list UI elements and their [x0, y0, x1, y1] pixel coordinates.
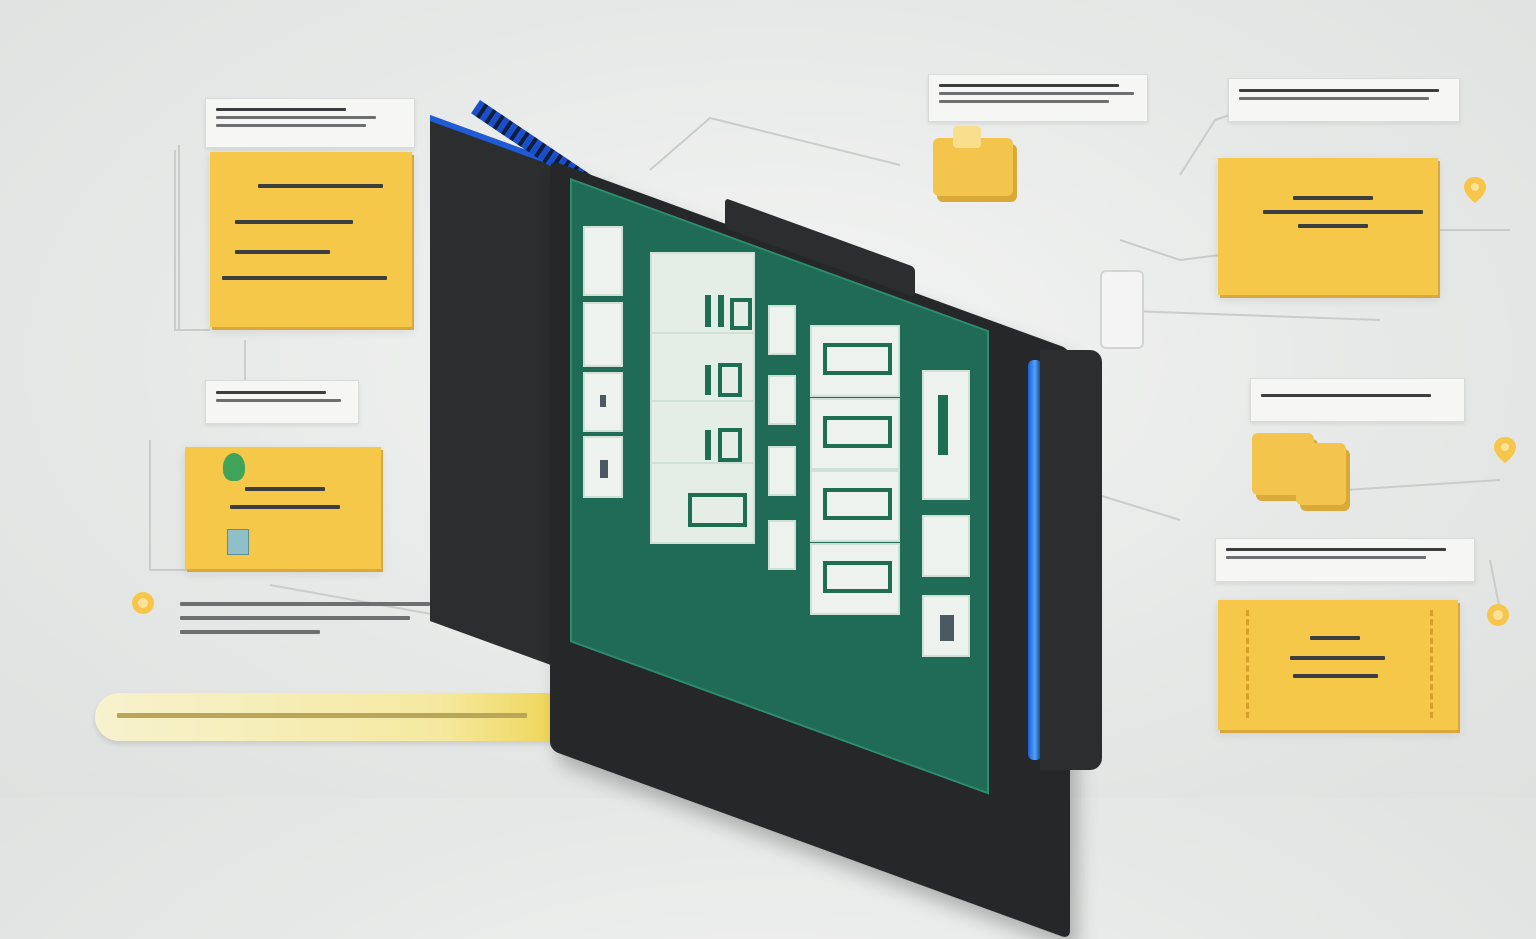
- info-card-right-2: [1218, 600, 1458, 730]
- device-side-body: [1040, 350, 1102, 770]
- callout-note-mid-right: [1250, 378, 1465, 422]
- screen-cell: [583, 226, 623, 296]
- screen-cell: [768, 305, 796, 355]
- screen-cell: [768, 520, 796, 570]
- screen-cell: [768, 375, 796, 425]
- callout-note-top-right: [1228, 78, 1460, 122]
- info-card-right-1: [1218, 158, 1438, 295]
- callout-note-top-center: [928, 74, 1148, 122]
- network-node-icon: [1100, 270, 1144, 349]
- card-shadow-left: [178, 145, 210, 330]
- screen-cell: [650, 462, 755, 544]
- lightbulb-icon: [223, 453, 245, 481]
- info-card-left-2: [185, 447, 381, 569]
- screen-cell: [650, 252, 755, 340]
- lightbulb-icon: [1487, 604, 1509, 626]
- folder-icon: [1248, 425, 1358, 515]
- folder-icon: [925, 120, 1025, 210]
- screen-cell: [922, 515, 970, 577]
- location-pin-icon: [1464, 177, 1486, 203]
- screen-cell: [768, 446, 796, 496]
- screen-cell: [810, 325, 900, 397]
- location-pin-icon: [1494, 437, 1516, 463]
- callout-note-top-left: [205, 98, 415, 148]
- document-icon: [227, 529, 249, 555]
- screen-cell: [922, 595, 970, 657]
- lightbulb-icon: [132, 592, 154, 614]
- screen-cell: [583, 302, 623, 367]
- callout-note-bottom-right: [1215, 538, 1475, 582]
- device-side-edge: [1028, 360, 1042, 760]
- info-card-left-1: [210, 152, 412, 327]
- text-paragraph-left: [180, 598, 440, 644]
- device-frame: [430, 100, 1110, 939]
- screen-glyphs: [600, 295, 954, 641]
- callout-note-mid-left: [205, 380, 359, 424]
